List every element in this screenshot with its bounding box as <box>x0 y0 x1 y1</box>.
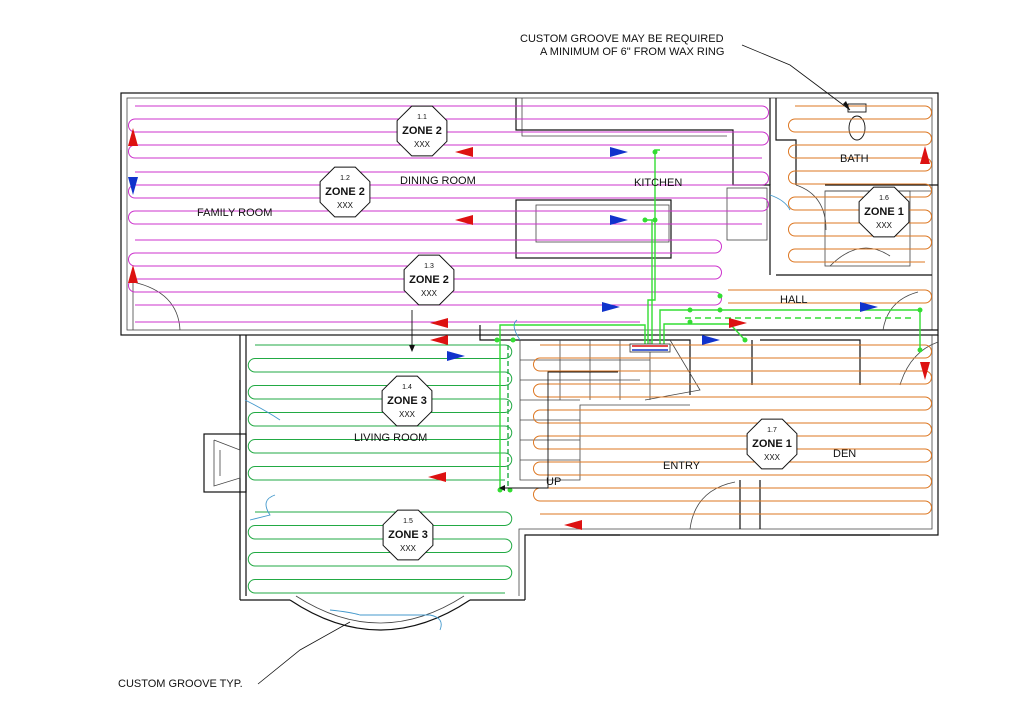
zone-tag-zone: ZONE 2 <box>409 274 449 286</box>
zone-tag-zone: ZONE 1 <box>864 206 904 218</box>
manifold-connection-dots <box>494 149 923 493</box>
flow-arrow <box>920 362 930 380</box>
connection-dot <box>507 487 513 493</box>
zone-tag-number: 1.7 <box>767 427 777 434</box>
zone2-heating-loops <box>128 105 769 323</box>
zone-tag-zone: ZONE 2 <box>325 186 365 198</box>
zone-tag-sub: XXX <box>876 221 893 230</box>
manifold-lines <box>499 149 921 490</box>
flow-arrow <box>702 335 720 345</box>
room-label-kitchen: KITCHEN <box>634 177 682 189</box>
flow-arrow <box>860 302 878 312</box>
zone-tag-sub: XXX <box>414 140 431 149</box>
zone-tag-zone: ZONE 3 <box>388 529 428 541</box>
room-label-entry: ENTRY <box>663 460 701 472</box>
flow-arrows <box>128 128 930 530</box>
heating-loop <box>128 239 722 306</box>
room-label-den: DEN <box>833 448 856 460</box>
zone-tag-sub: XXX <box>400 544 417 553</box>
flow-arrow <box>455 215 473 225</box>
zone3-heating-loops <box>247 344 513 594</box>
note-wax-ring-leader <box>741 44 851 111</box>
annotations: CUSTOM GROOVE MAY BE REQUIRED A MINIMUM … <box>118 33 851 690</box>
heating-loop <box>788 105 932 263</box>
zone-tag-zone: ZONE 2 <box>402 125 442 137</box>
flow-arrow <box>455 147 473 157</box>
zone-tag-zone: ZONE 1 <box>752 438 792 450</box>
room-label-hall: HALL <box>780 294 808 306</box>
flow-arrow <box>602 302 620 312</box>
zone-tag-sub: XXX <box>337 201 354 210</box>
connection-dot <box>652 149 658 155</box>
heating-loop <box>128 171 769 225</box>
heating-loop <box>247 344 513 481</box>
note-wax-ring-line2: A MINIMUM OF 6" FROM WAX RING <box>540 46 724 58</box>
connection-dot <box>494 337 500 343</box>
flow-arrow <box>430 335 448 345</box>
flow-arrow <box>729 318 747 328</box>
heating-loop <box>128 105 769 159</box>
heating-loop <box>728 289 932 304</box>
zone-tag-sub: XXX <box>764 453 781 462</box>
flow-arrow <box>428 472 446 482</box>
heating-loop <box>533 344 932 515</box>
zone-tag-sub: XXX <box>399 410 416 419</box>
connection-dot <box>687 319 693 325</box>
toilet-icon <box>847 103 867 141</box>
room-label-dining-room: DINING ROOM <box>400 175 476 187</box>
walls <box>120 92 939 631</box>
zone-tag-zone: ZONE 3 <box>387 395 427 407</box>
flow-arrow <box>610 147 628 157</box>
zone-tag-number: 1.2 <box>340 175 350 182</box>
stair-label-up: UP <box>546 476 561 488</box>
flow-arrow <box>430 318 448 328</box>
connection-dot <box>652 217 658 223</box>
connection-dot <box>717 293 723 299</box>
zone-tag-sub: XXX <box>421 289 438 298</box>
connection-dot <box>742 337 748 343</box>
room-label-living-room: LIVING ROOM <box>354 432 427 444</box>
room-labels: FAMILY ROOM DINING ROOM KITCHEN BATH HAL… <box>197 153 869 488</box>
flow-arrow <box>447 351 465 361</box>
flow-arrow <box>128 177 138 195</box>
flow-arrow <box>128 128 138 146</box>
note-custom-groove-leader <box>257 621 351 685</box>
note-wax-ring-line1: CUSTOM GROOVE MAY BE REQUIRED <box>520 33 724 45</box>
zone-tag-number: 1.5 <box>403 518 413 525</box>
heating-loop <box>247 511 513 594</box>
room-label-bath: BATH <box>840 153 869 165</box>
connection-dot <box>510 337 516 343</box>
zone-tag-number: 1.3 <box>424 263 434 270</box>
flow-arrow <box>610 215 628 225</box>
flow-arrow <box>128 265 138 283</box>
flow-arrow <box>564 520 582 530</box>
connection-dot <box>642 217 648 223</box>
zone-tag-number: 1.4 <box>402 384 412 391</box>
flow-arrow <box>920 146 930 164</box>
connection-dot <box>917 347 923 353</box>
note-custom-groove: CUSTOM GROOVE TYP. <box>118 678 243 690</box>
leader-lines <box>244 194 791 631</box>
room-label-family-room: FAMILY ROOM <box>197 207 272 219</box>
zone-tag-number: 1.6 <box>879 195 889 202</box>
connection-dot <box>917 307 923 313</box>
connection-dot <box>717 307 723 313</box>
connection-dot <box>687 307 693 313</box>
zone-tag-number: 1.1 <box>417 114 427 121</box>
